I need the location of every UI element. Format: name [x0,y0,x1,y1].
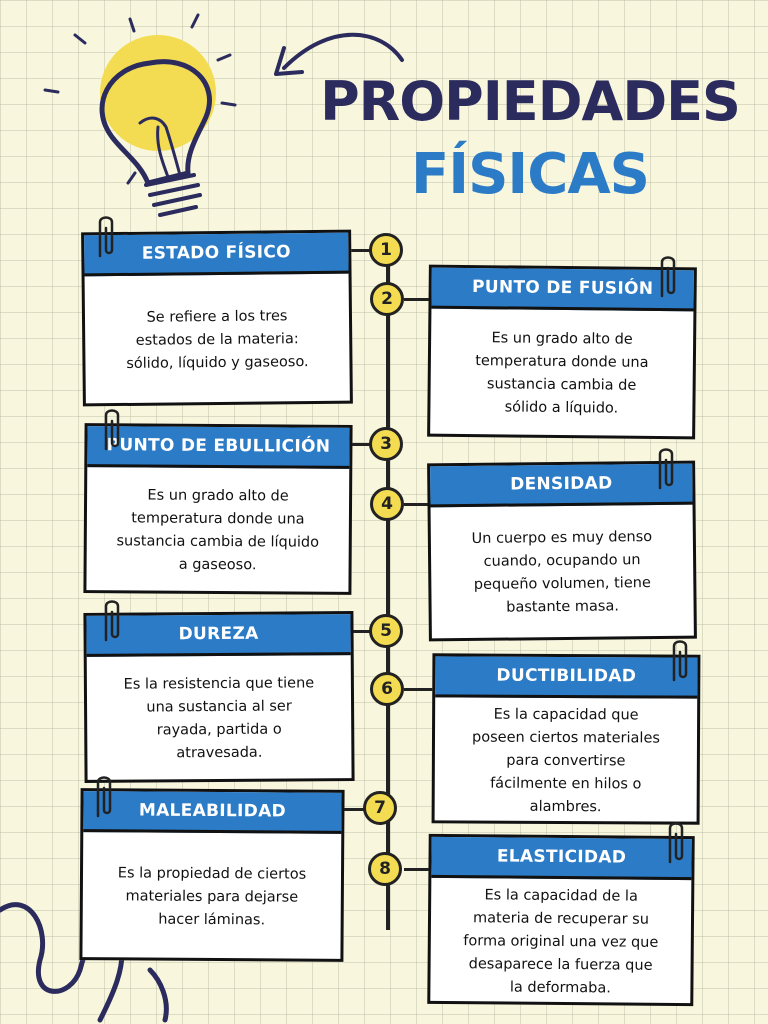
card-heading: MALEABILIDAD [83,791,342,834]
timeline-node-6: 6 [370,672,404,706]
paperclip-icon [104,600,120,642]
timeline-line [386,250,390,930]
card-heading: ELASTICIDAD [431,836,692,881]
connector-2 [404,298,430,301]
card-body: Es un grado alto de temperatura donde un… [116,487,320,574]
connector-7 [342,808,364,811]
card-maleabilidad: MALEABILIDAD Es la propiedad de ciertos … [79,788,345,962]
card-ductibilidad: DUCTIBILIDAD Es la capacidad que poseen … [431,653,701,825]
card-heading: PUNTO DE FUSIÓN [431,267,694,312]
paperclip-icon [658,448,674,490]
connector-3 [352,443,370,446]
card-body: Es la resistencia que tiene una sustanci… [123,675,315,762]
timeline-node-7: 7 [363,791,397,825]
connector-5 [352,630,370,633]
card-heading: DUREZA [86,614,351,657]
card-heading: ESTADO FÍSICO [84,232,349,277]
paperclip-icon [98,216,114,258]
card-body: Es la capacidad de la materia de recuper… [463,886,659,996]
card-body: Se refiere a los tres estados de la mate… [126,307,309,372]
page-title-line1: PROPIEDADES [320,70,741,133]
connector-4 [404,503,428,506]
card-heading: DUCTIBILIDAD [435,656,698,699]
card-body: Es un grado alto de temperatura donde un… [475,330,649,417]
card-dureza: DUREZA Es la resistencia que tiene una s… [83,611,355,783]
curved-arrow-icon [274,32,404,76]
paperclip-icon [96,776,112,818]
card-estado-fisico: ESTADO FÍSICO Se refiere a los tres esta… [81,229,353,407]
timeline-node-8: 8 [368,852,402,886]
timeline-node-2: 2 [370,282,404,316]
card-body: Es la propiedad de ciertos materiales pa… [117,864,307,928]
paperclip-icon [672,640,688,682]
card-body: Un cuerpo es muy denso cuando, ocupando … [471,529,653,616]
timeline-node-4: 4 [370,487,404,521]
page-title-line2: FÍSICAS [410,142,650,207]
lightbulb-icon [43,13,237,217]
paperclip-icon [660,256,676,298]
connector-8 [404,868,430,871]
card-elasticidad: ELASTICIDAD Es la capacidad de la materi… [427,833,695,1007]
card-body: Es la capacidad que poseen ciertos mater… [472,706,660,815]
timeline-node-5: 5 [369,614,403,648]
connector-1 [350,249,370,252]
paperclip-icon [668,822,684,864]
timeline-node-3: 3 [369,427,403,461]
timeline-node-1: 1 [369,233,403,267]
connector-6 [404,688,434,691]
card-heading: PUNTO DE EBULLICIÓN [87,426,350,469]
paperclip-icon [104,409,120,451]
